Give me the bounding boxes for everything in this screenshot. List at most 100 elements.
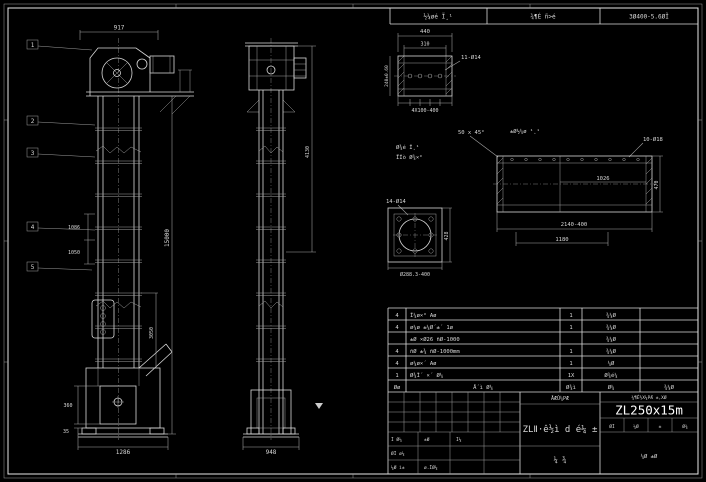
title-block: Ĩ Ø¼ ±Ø Ĩ¼ ØĨ ø¼ ¼Ø ì± ø.ĨØ¼ ÅÆÛ¼PÆ ZLⅡ·… — [388, 392, 698, 474]
model-number: ZL250x15m — [615, 403, 683, 418]
bom-header-remark: ¾¼Ø — [664, 384, 675, 391]
bom-row-mat: ¼Ø — [608, 360, 615, 367]
bom-row-mat: ¾¼Ø — [606, 348, 617, 355]
chamfer-note: 50 x 45° — [458, 130, 485, 136]
titleblock-cell: Ĩ¼ — [456, 436, 462, 443]
dim-pipe: Ø288.3-400 — [400, 271, 430, 278]
bom-row-qty: 1 — [569, 325, 572, 331]
sheet-info: ¼Ø ±Ø — [641, 453, 658, 460]
dim-440: 440 — [420, 29, 430, 35]
dim-35: 35 — [63, 429, 69, 435]
side-view-boot — [243, 389, 299, 438]
dim-1180: 1180 — [555, 237, 568, 243]
titleblock-right-cell: ¼Ø — [633, 423, 639, 430]
titleblock-right-cell: ± — [659, 425, 662, 430]
side-view-casing — [256, 90, 286, 434]
balloon-5: 5 — [31, 264, 35, 271]
balloon-2: 2 — [31, 118, 35, 125]
dim-428: 428 — [444, 231, 450, 240]
bom-row-desc: Ø¾Ĩ´ ×´ Ø¼ — [410, 372, 443, 379]
front-view-dimensions: 917 15000 3050 1086 1050 360 35 1286 — [63, 25, 176, 456]
front-view: 1 2 3 4 5 917 15000 3050 1086 1050 360 — [26, 25, 194, 456]
bom-row-desc: ø¼ø ±¼Ø´±´ 1ø — [410, 324, 454, 331]
detail-flange: 14-Ø14 428 Ø288.3-400 — [386, 198, 452, 278]
bom-header-qty: Ø¾ì — [566, 384, 576, 391]
front-view-head — [86, 47, 194, 115]
dim-1026: 1026 — [596, 176, 609, 182]
detail-beam: 10-Ø18 1026 470 2140-400 1180 — [493, 136, 663, 246]
dim-1086: 1086 — [68, 225, 80, 231]
front-view-boot — [78, 343, 173, 438]
bom-table: 4 Ĩ¼ø×° Aø 1 ¾¼Ø 4 ø¼ø ±¼Ø´±´ 1ø 1 ¾¼Ø ±… — [387, 307, 698, 474]
dim-1050: 1050 — [68, 250, 80, 256]
weld-note-line-1: Ø¾é Ĩ¸¹ — [396, 144, 419, 151]
dim-1286: 1286 — [116, 449, 131, 456]
inspection-door — [91, 299, 115, 339]
front-view-balloons: 1 2 3 4 5 — [26, 39, 96, 272]
bom-row-mat: ¾¼Ø — [606, 324, 617, 331]
bom-row-desc: ±Ø ×Ø26 ñØ-1000 — [410, 336, 460, 343]
balloon-1: 1 — [31, 42, 35, 49]
bom-row-mat: ¾¼Ø — [606, 312, 617, 319]
drawing-frame — [3, 3, 703, 479]
dim-4x100-400: 4X100-400 — [411, 108, 438, 114]
surface-note: ±Ø½¼ø ¹¸¹ — [510, 128, 540, 135]
holes-label-14-d14: 14-Ø14 — [386, 198, 407, 205]
top-strip-note-2: ¾¶É ñ>é — [530, 13, 556, 21]
weld-notes: Ø¾é Ĩ¸¹ ÏÍò Ø¾×° 50 x 45° ±Ø½¼ø ¹¸¹ — [396, 128, 540, 161]
bom-header-mat: Ø¼ — [608, 384, 615, 391]
titleblock-right-cell: ØĨ — [609, 423, 615, 430]
holes-label-11-d14: 11-Ø14 — [461, 54, 482, 61]
dim-948: 948 — [266, 449, 277, 456]
project-label: ¾¶É½X¼PÆ ±,XØ — [631, 393, 667, 401]
titleblock-cell: ±Ø — [424, 436, 430, 443]
side-view-dimensions: 4130 948 — [242, 45, 316, 456]
section-mark — [315, 403, 323, 409]
bom-row-qty: 1 — [569, 361, 572, 367]
dim-470: 470 — [654, 180, 660, 189]
dim-240: 240±0.60 — [384, 65, 390, 87]
drawing-title: ZLⅡ·ê½ì d é¼ ± — [523, 424, 598, 435]
bom-row-desc: ø¼ø×´ Aø — [410, 361, 437, 367]
titleblock-cell: ¼Ø ì± — [391, 464, 405, 471]
top-strip-drawing-code: 3Ø400-5.6ØĨ — [629, 14, 669, 21]
dim-2140-400: 2140-400 — [561, 222, 588, 228]
drawing-subtitle: ¼ ¾ — [554, 456, 567, 464]
bom-header-desc: Å´ì Ø¼ — [473, 384, 493, 391]
front-view-casing — [91, 96, 142, 368]
dim-360: 360 — [63, 403, 72, 409]
bom-row-no: 1 — [395, 373, 398, 379]
titleblock-center-label: ÅÆÛ¼PÆ — [551, 395, 569, 402]
side-view-head — [245, 42, 307, 113]
balloon-3: 3 — [31, 150, 35, 157]
titleblock-cell: ØĨ ø¼ — [391, 450, 405, 457]
holes-label-10-d18: 10-Ø18 — [643, 136, 663, 143]
bom-row-no: 4 — [395, 361, 399, 367]
balloon-4: 4 — [31, 224, 35, 231]
bom-row-desc: ñØ ±¾ ñØ-1000mm — [410, 348, 460, 355]
bom-header-no: Øø — [394, 384, 401, 391]
titleblock-cell: Ĩ Ø¼ — [391, 436, 402, 443]
titleblock-cell: ø.ĨØ¼ — [424, 464, 438, 471]
bom-row-mat: Ø¾é¼ — [604, 372, 617, 379]
top-strip-note-1: ½¼øé Ĩ¸¹ — [424, 14, 453, 21]
weld-note-line-2: ÏÍò Ø¾×° — [396, 153, 423, 161]
bom-row-no: 4 — [395, 325, 399, 331]
top-info-strip: ½¼øé Ĩ¸¹ ¾¶É ñ>é 3Ø400-5.6ØĨ — [389, 8, 698, 25]
dim-917: 917 — [114, 25, 125, 32]
detail-channel: 440 310 11-Ø14 240±0.60 4X100-400 — [384, 29, 482, 114]
bom-row-qty: 1X — [568, 373, 575, 379]
dim-3050: 3050 — [149, 327, 155, 339]
dim-15000: 15000 — [164, 229, 171, 247]
titleblock-right-cell: Ø¾ — [682, 423, 688, 430]
bom-row-mat: ¾¼Ø — [606, 336, 617, 343]
bom-row-no: 4 — [395, 349, 399, 355]
side-view: 4130 948 — [242, 38, 323, 456]
dim-310: 310 — [420, 42, 429, 48]
bom-row-desc: Ĩ¼ø×° Aø — [410, 312, 437, 319]
bom-row-qty: 1 — [569, 349, 572, 355]
dim-4130: 4130 — [305, 146, 311, 158]
bom-row-qty: 1 — [569, 313, 572, 319]
